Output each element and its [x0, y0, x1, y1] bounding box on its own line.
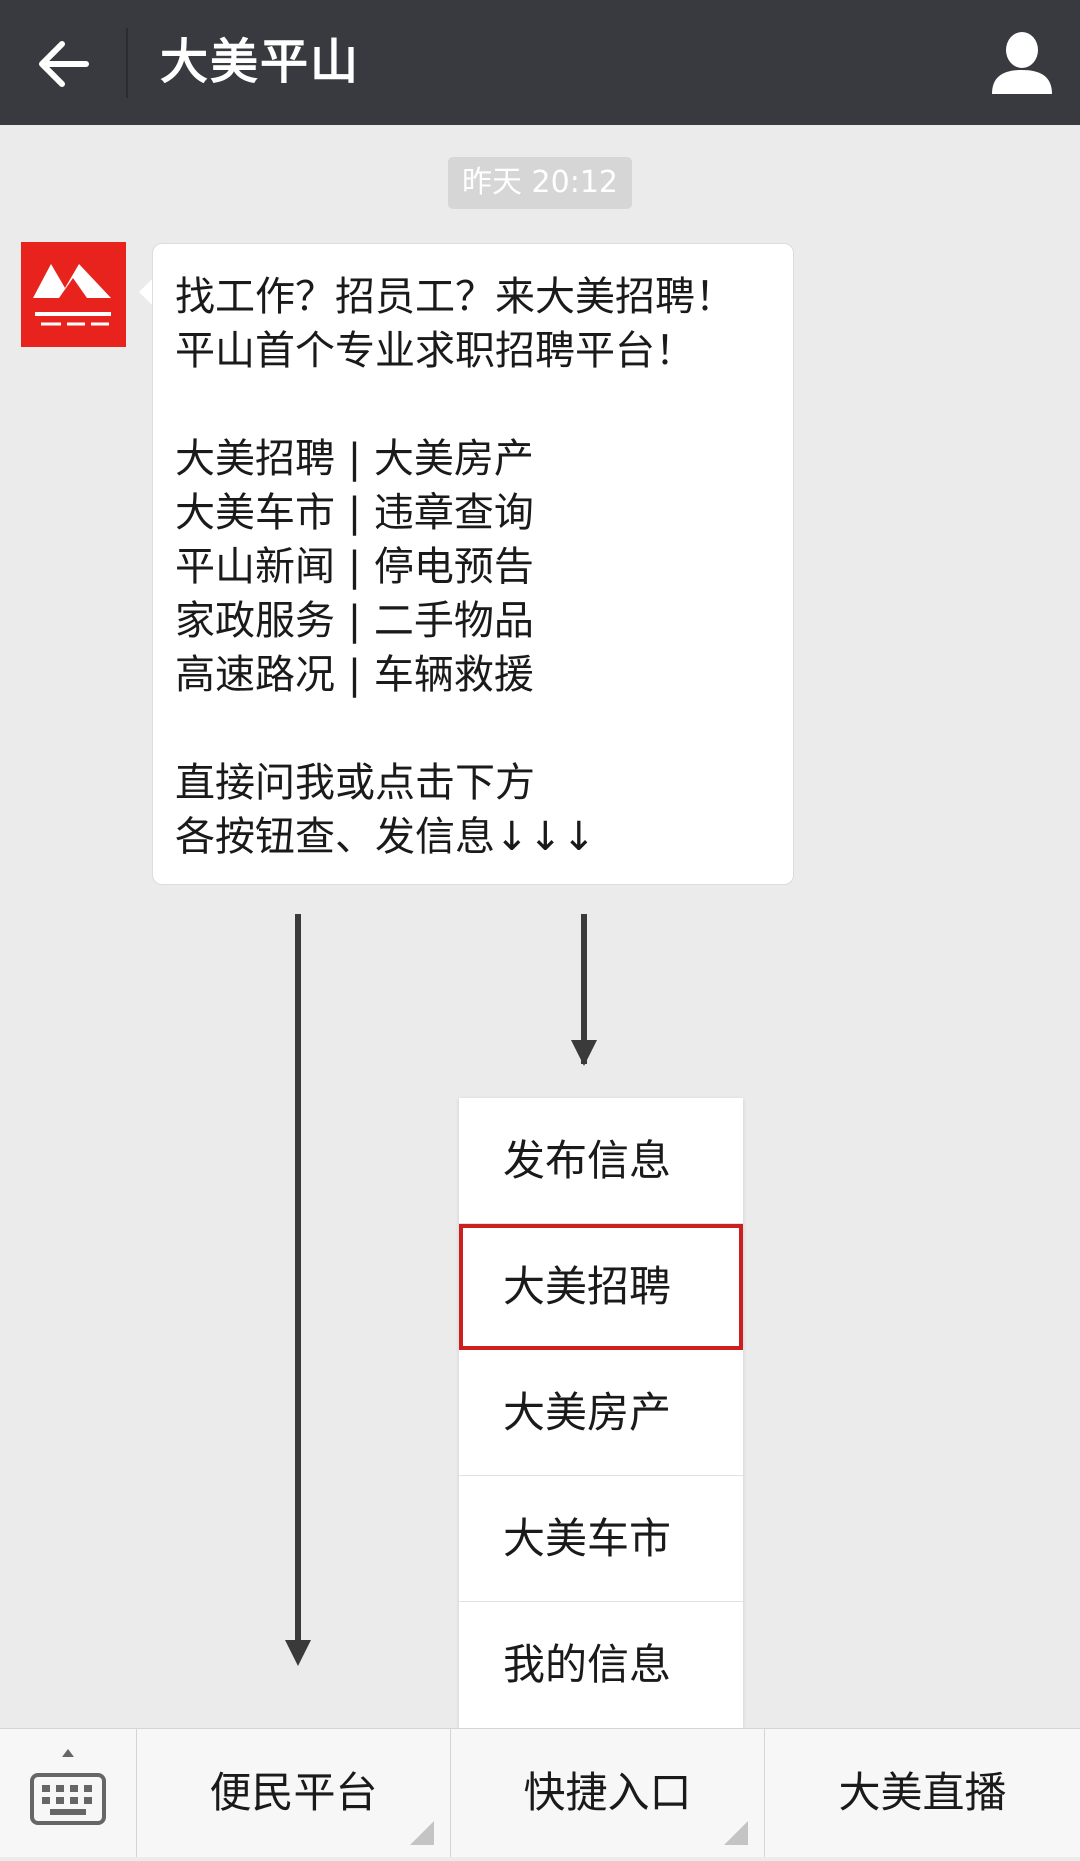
bubble-tail: [139, 278, 153, 306]
arrow-right-line: [581, 914, 587, 1064]
person-icon: [992, 32, 1052, 94]
menu-item-publish-info[interactable]: 发布信息: [459, 1098, 743, 1224]
submenu-indicator-icon: [724, 1821, 748, 1845]
keyboard-icon: [30, 1749, 106, 1825]
message-line: 家政服务 | 二手物品: [175, 598, 534, 644]
menu-button-convenience-platform[interactable]: 便民平台: [209, 1768, 378, 1817]
submenu-indicator-icon: [410, 1821, 434, 1845]
menu-divider: [136, 1729, 137, 1857]
menu-item-my-info[interactable]: 我的信息: [503, 1640, 672, 1689]
message-line: 大美招聘 | 大美房产: [175, 436, 534, 482]
menu-item-car-market[interactable]: 大美车市: [459, 1476, 743, 1602]
page-title: 大美平山: [160, 34, 361, 90]
profile-button[interactable]: [980, 22, 1064, 106]
keyboard-toggle-button[interactable]: [0, 1729, 136, 1857]
menu-divider: [450, 1729, 451, 1857]
menu-divider: [764, 1729, 765, 1857]
message-line: 直接问我或点击下方: [175, 760, 535, 806]
arrow-left-line: [295, 914, 301, 1652]
message-line: 找工作？招员工？来大美招聘！: [175, 274, 735, 320]
menu-item-real-estate[interactable]: 大美房产: [459, 1350, 743, 1476]
official-account-logo: [21, 242, 126, 347]
menu-item-recruitment[interactable]: 大美招聘: [459, 1224, 743, 1350]
arrow-left-icon: [39, 41, 89, 87]
arrow-right-head: [571, 1040, 597, 1066]
menu-button-quick-entry[interactable]: 快捷入口: [523, 1768, 692, 1817]
message-line: 高速路况 | 车辆救援: [175, 652, 534, 698]
header-divider: [126, 28, 128, 98]
message-timestamp: 昨天 20:12: [448, 157, 632, 209]
avatar[interactable]: [21, 242, 126, 347]
message-line: 各按钮查、发信息↓↓↓: [175, 814, 596, 860]
quick-entry-submenu: 发布信息 大美招聘 大美房产 大美车市 我的信息: [459, 1098, 743, 1728]
message-bubble: [152, 243, 794, 885]
message-line: 大美车市 | 违章查询: [175, 490, 534, 536]
message-line: 平山首个专业求职招聘平台！: [175, 328, 695, 374]
back-button[interactable]: [22, 22, 106, 106]
top-bar: 大美平山: [0, 0, 1080, 125]
message-line: 平山新闻 | 停电预告: [175, 544, 534, 590]
menu-button-live[interactable]: 大美直播: [838, 1768, 1007, 1817]
arrow-left-head: [285, 1640, 311, 1666]
bottom-menu-bar: 便民平台 快捷入口 大美直播: [0, 1728, 1080, 1857]
